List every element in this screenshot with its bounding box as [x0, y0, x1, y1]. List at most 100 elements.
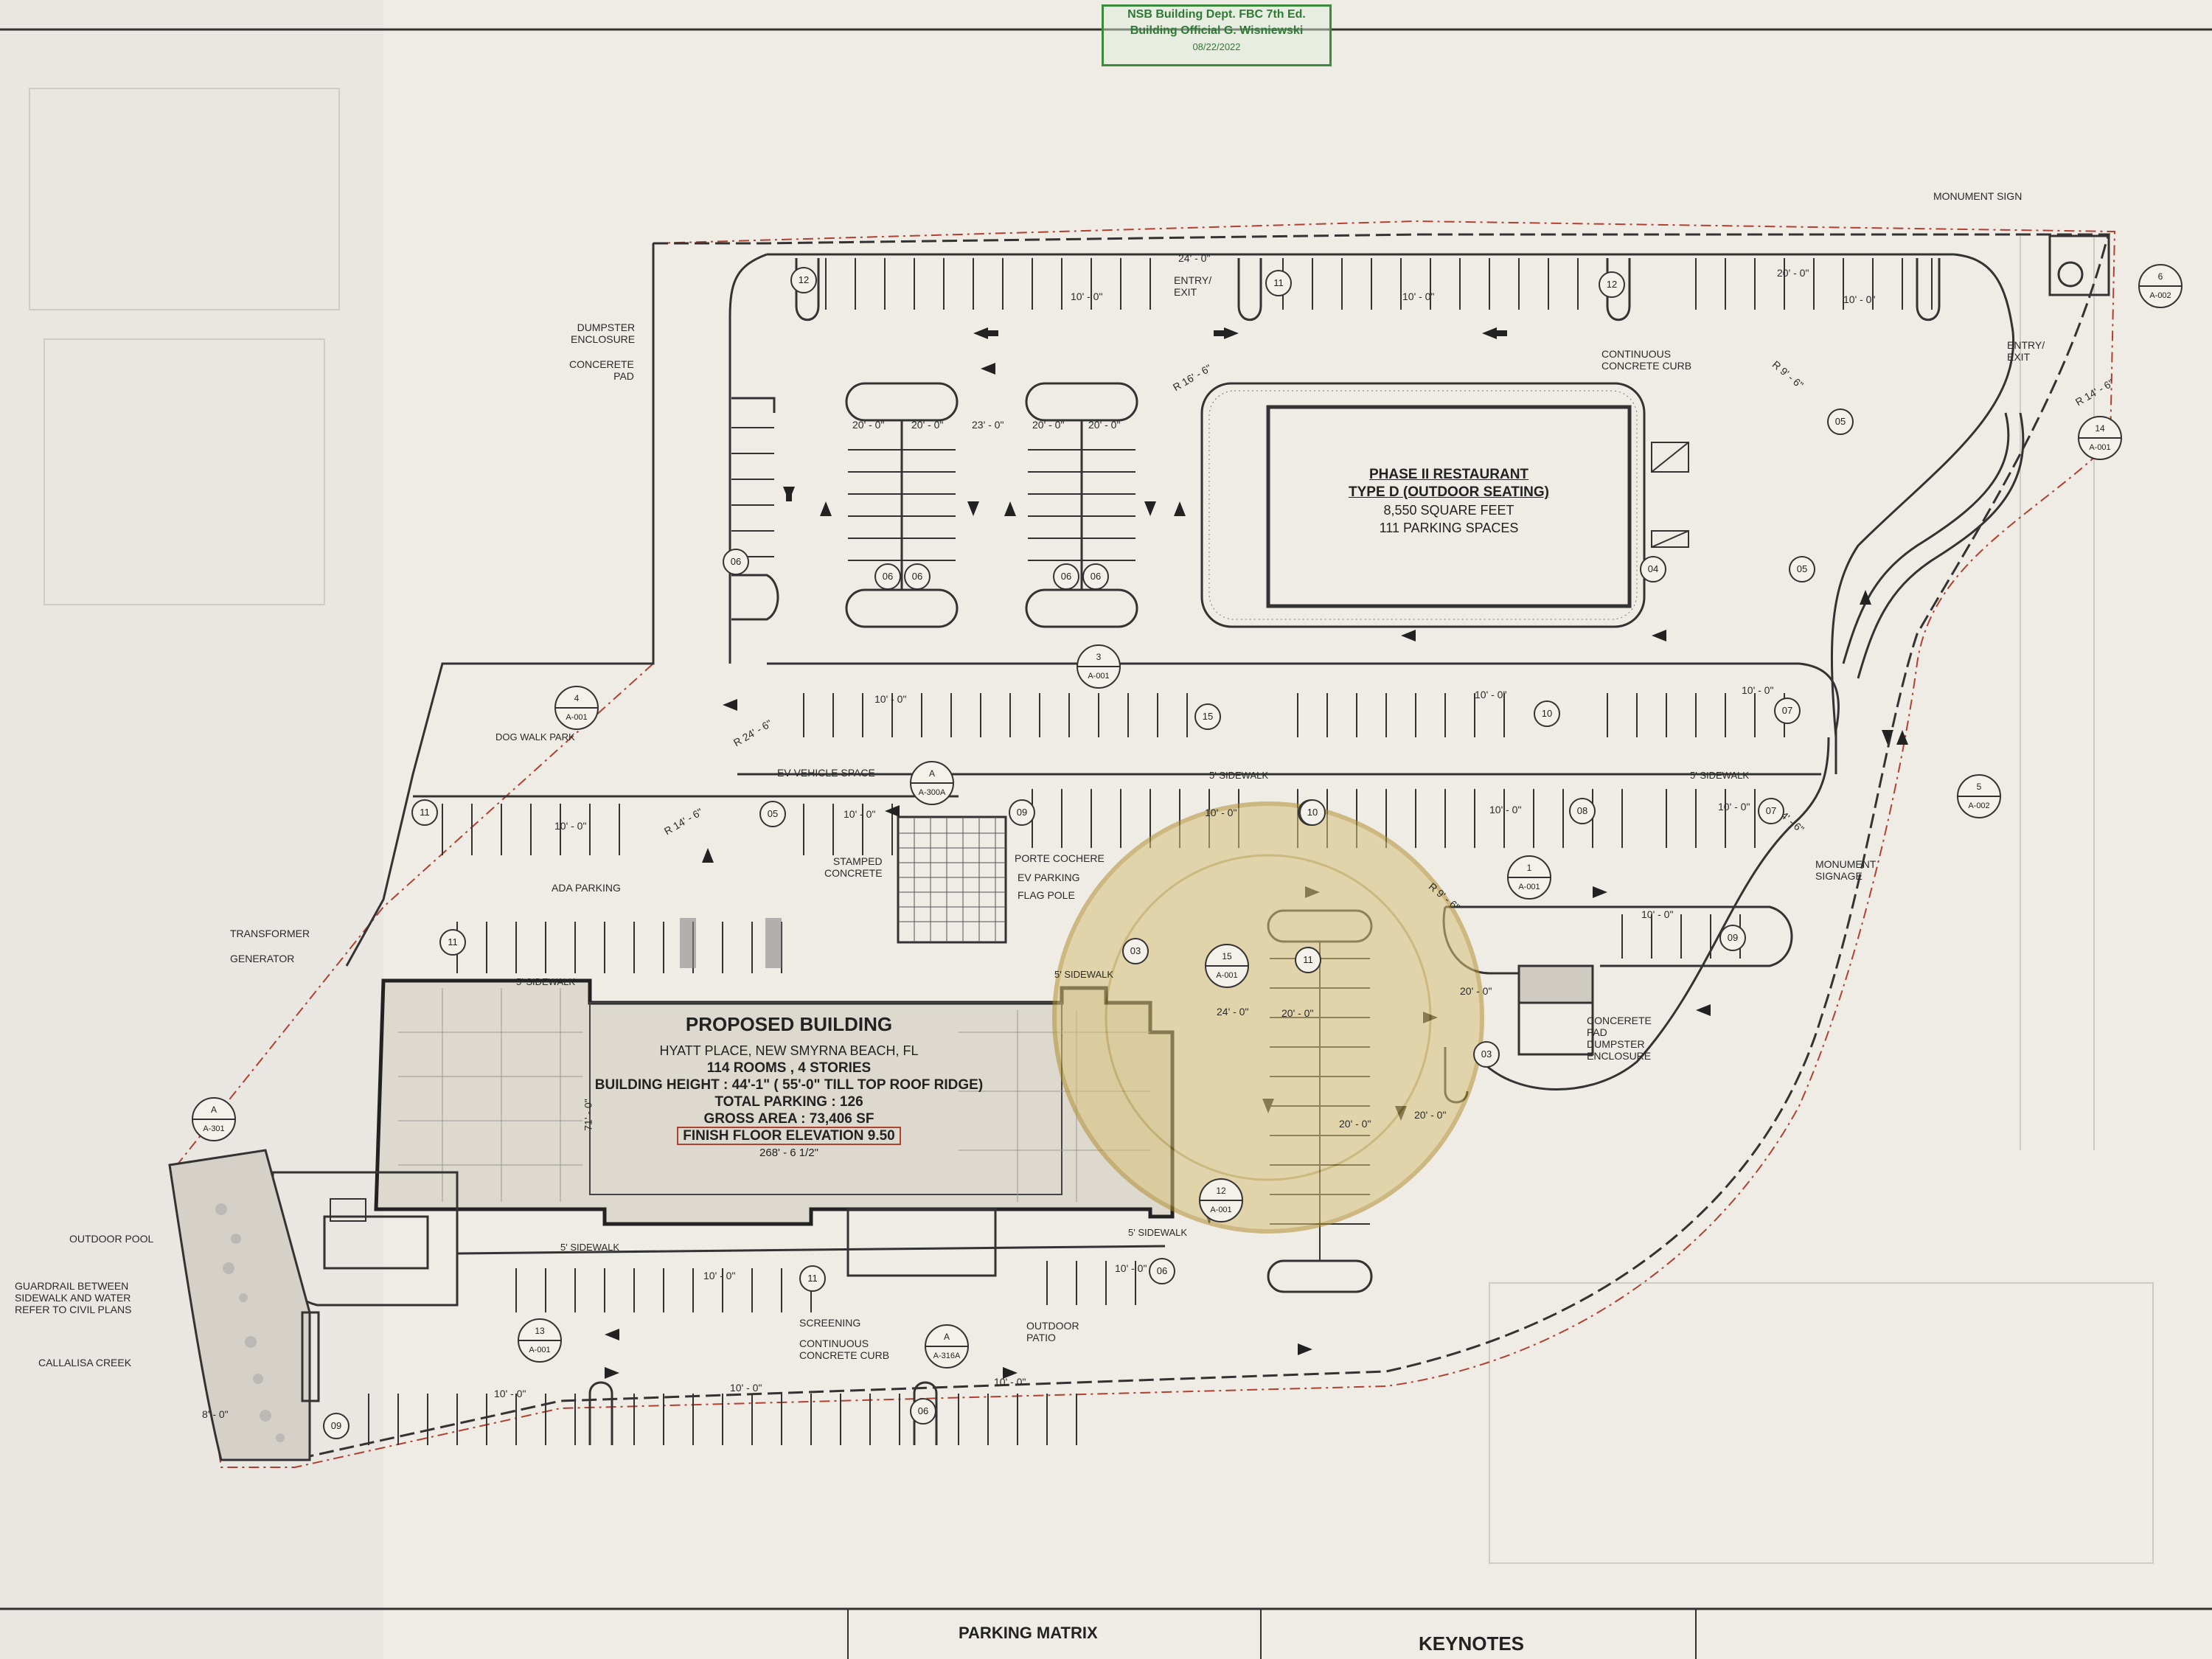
space-count: 10 [1299, 799, 1326, 826]
building-parking: TOTAL PARKING : 126 [714, 1094, 863, 1110]
label-east-dumpster: CONCERETE PAD DUMPSTER ENCLOSURE [1587, 1015, 1652, 1062]
building-title: PROPOSED BUILDING [685, 1013, 893, 1035]
parking-matrix-header: PARKING MATRIX [959, 1624, 1098, 1642]
label-monument-signage: MONUMENT SIGNAGE [1815, 858, 1877, 882]
west-lot-stalls [442, 804, 893, 855]
monument-sign-box [2048, 234, 2110, 296]
dim-stall-east: 10' - 0" [1641, 908, 1674, 920]
building-height: BUILDING HEIGHT : 44'-1" ( 55'-0" TILL T… [594, 1077, 984, 1093]
label-concerete-pad: CONCERETE PAD [569, 358, 634, 382]
pool-spa [330, 1198, 366, 1222]
paper-shadow-left [0, 0, 383, 1659]
restaurant-parking: 111 PARKING SPACES [1379, 521, 1519, 535]
middle-row-stalls [803, 693, 1785, 737]
space-count: 09 [1009, 799, 1035, 826]
west-island [731, 397, 779, 621]
dim-building-depth: 71' - 0" [582, 1099, 594, 1131]
creek-rip-rap [215, 1203, 285, 1442]
label-screening: SCREENING [799, 1317, 861, 1329]
east-dumpster-pad [1517, 964, 1594, 1004]
dim-east-island-2: 20' - 0" [1339, 1118, 1371, 1130]
space-count: 12 [790, 267, 817, 293]
space-count: 06 [874, 563, 901, 590]
dim-east-island: 20' - 0" [1281, 1007, 1314, 1019]
outdoor-patio [846, 1208, 997, 1277]
dim-east-aisle: 24' - 0" [1217, 1006, 1249, 1018]
label-monument-sign: MONUMENT SIGN [1933, 190, 2023, 202]
building-name: HYATT PLACE, NEW SMYRNA BEACH, FL [659, 1043, 919, 1058]
dim-stall-west: 10' - 0" [554, 820, 587, 832]
dim-stall-north-2: 10' - 0" [1402, 291, 1435, 302]
space-count: 06 [904, 563, 931, 590]
restaurant-east-hatch [1651, 442, 1689, 548]
dim-island-1a: 20' - 0" [852, 419, 885, 431]
restaurant-footprint [1266, 405, 1632, 608]
dim-island-2b: 20' - 0" [1088, 419, 1121, 431]
ada-aisle-2 [765, 918, 782, 968]
outdoor-pool [323, 1215, 429, 1270]
label-continuous-curb: CONTINUOUS CONCRETE CURB [1601, 348, 1692, 372]
space-count: 03 [1122, 938, 1149, 964]
porte-cochere [897, 815, 1007, 944]
dim-south-stall-5: 10' - 0" [994, 1376, 1026, 1388]
label-continuous-curb-south: CONTINUOUS CONCRETE CURB [799, 1338, 890, 1361]
keynotes-header: KEYNOTES [1419, 1632, 1525, 1655]
space-count: 06 [1053, 563, 1079, 590]
dim-stall-sm-1: 10' - 0" [1205, 807, 1237, 818]
space-count: 12 [1599, 271, 1625, 298]
stamp-line-1: NSB Building Dept. FBC 7th Ed. [1127, 8, 1306, 21]
dim-east-row: 20' - 0" [1777, 267, 1809, 279]
restaurant-title: PHASE II RESTAURANT [1368, 467, 1529, 482]
north-row-stalls [825, 258, 1933, 310]
dim-stall-north-3: 10' - 0" [1843, 293, 1876, 305]
space-count: 09 [323, 1413, 349, 1439]
building-core [589, 1002, 1062, 1195]
space-count: 05 [759, 801, 786, 827]
label-dumpster-enclosure: DUMPSTER ENCLOSURE [571, 321, 636, 345]
space-count: 08 [1569, 798, 1596, 824]
space-count: 07 [1774, 698, 1801, 724]
label-ev-vehicle-space: EV VEHICLE SPACE [777, 767, 875, 779]
label-porte-cochere: PORTE COCHERE [1015, 852, 1105, 864]
dim-island-2a: 20' - 0" [1032, 419, 1065, 431]
label-sidewalk-south-east: 5' SIDEWALK [1128, 1227, 1188, 1238]
south-islands [588, 1381, 938, 1445]
label-sidewalk-south: 5' SIDEWALK [560, 1242, 620, 1253]
label-guardrail: GUARDRAIL BETWEEN SIDEWALK AND WATER REF… [15, 1280, 132, 1315]
monument-sign-symbol [2057, 261, 2084, 288]
restaurant-stipple [1208, 390, 1638, 620]
dim-stall-north-1: 10' - 0" [1071, 291, 1103, 302]
restaurant-type: TYPE D (OUTDOOR SEATING) [1349, 484, 1549, 500]
north-lot-curbs [728, 253, 2015, 774]
label-dog-walk-park: DOG WALK PARK [495, 731, 575, 742]
guardrail [301, 1311, 320, 1402]
label-sidewalk-east: 5' SIDEWALK [1690, 770, 1750, 781]
space-count: 05 [1827, 408, 1854, 435]
stamp-line-2: Building Official G. Wisniewski [1130, 24, 1304, 37]
underlay-sketches [29, 88, 2154, 1564]
dim-stall-mid-1: 10' - 0" [874, 693, 907, 705]
ada-aisle-1 [680, 918, 696, 968]
space-count: 06 [910, 1398, 936, 1425]
label-entry-exit-east: ENTRY/ EXIT [2007, 339, 2045, 363]
space-count: 06 [1082, 563, 1109, 590]
space-count: 11 [439, 929, 466, 956]
label-flag-pole: FLAG POLE [1018, 889, 1075, 901]
west-boundary [345, 243, 655, 967]
label-transformer: TRANSFORMER [230, 928, 310, 939]
dim-stall-ev: 10' - 0" [844, 808, 876, 820]
dim-south-stall-1: 10' - 0" [703, 1270, 736, 1281]
space-count: 11 [411, 799, 438, 826]
building-gross-area: GROSS AREA : 73,406 SF [703, 1111, 874, 1127]
dim-south-stall-3: 10' - 0" [494, 1388, 526, 1399]
dim-south-stall-4: 10' - 0" [730, 1382, 762, 1394]
city-seal [1052, 801, 1484, 1234]
space-count: 09 [1719, 925, 1746, 951]
